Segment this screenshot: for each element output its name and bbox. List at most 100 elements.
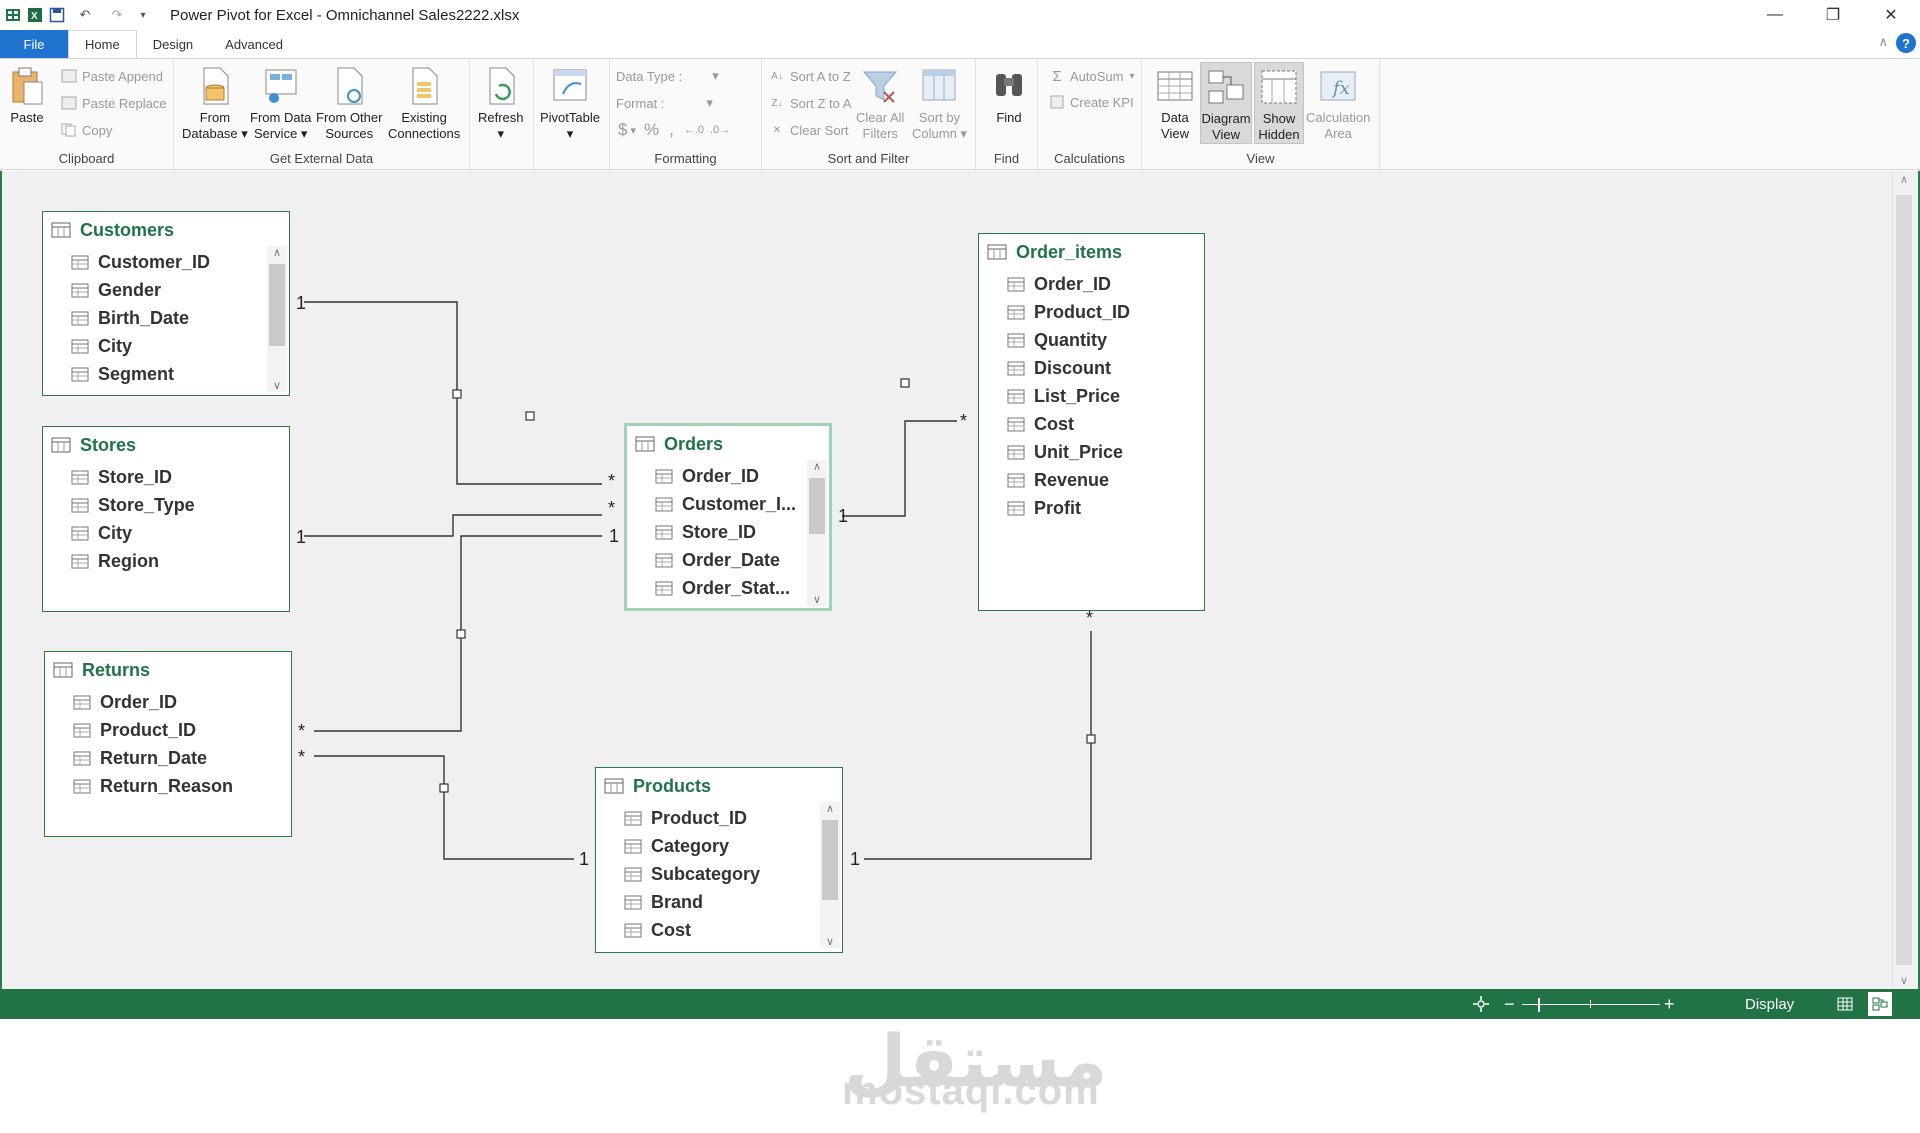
column-item[interactable]: Order_ID <box>979 270 1204 298</box>
zoom-out-icon[interactable]: − <box>1504 993 1515 1014</box>
column-item[interactable]: City <box>43 332 289 360</box>
zoom-slider-thumb[interactable] <box>1538 998 1540 1012</box>
column-item[interactable]: Category <box>596 832 842 860</box>
column-item[interactable]: Cost <box>979 410 1204 438</box>
restore-button[interactable]: ❐ <box>1825 7 1841 24</box>
column-item[interactable]: Revenue <box>979 466 1204 494</box>
customize-toolbar-icon[interactable]: ▾ <box>140 9 146 21</box>
scroll-down-icon[interactable]: ∨ <box>272 380 282 392</box>
from-data-service-button[interactable]: From Data Service ▾ <box>250 65 311 142</box>
column-item[interactable]: Product_ID <box>45 716 291 744</box>
column-item[interactable]: List_Price <box>979 382 1204 410</box>
collapse-ribbon-icon[interactable]: ∧ <box>1878 34 1888 49</box>
paste-append-button[interactable]: Paste Append <box>60 65 163 87</box>
column-item[interactable]: City <box>43 519 289 547</box>
tab-home[interactable]: Home <box>68 30 137 58</box>
grid-view-icon[interactable] <box>1833 992 1857 1016</box>
excel-icon[interactable]: X <box>26 6 44 24</box>
paste-replace-button[interactable]: Paste Replace <box>60 92 167 114</box>
table-products[interactable]: Products Product_ID Category Subcategory… <box>595 767 843 953</box>
column-item[interactable]: Order_Stat... <box>627 574 811 602</box>
tab-advanced[interactable]: Advanced <box>225 36 283 52</box>
table-scrollbar[interactable]: ∧ ∨ <box>820 802 840 948</box>
column-item[interactable]: Order_ID <box>45 688 291 716</box>
minimize-button[interactable]: — <box>1767 6 1783 23</box>
existing-connections-button[interactable]: Existing Connections <box>388 65 460 142</box>
column-item[interactable]: Profit <box>979 494 1204 522</box>
column-item[interactable]: Store_ID <box>627 518 811 546</box>
refresh-button[interactable]: Refresh ▾ <box>478 65 524 142</box>
data-type-dropdown[interactable]: Data Type :▾ <box>616 68 719 84</box>
find-button[interactable]: Find <box>990 65 1028 126</box>
undo-icon[interactable]: ↶ <box>79 7 91 22</box>
decrease-decimal-icon[interactable]: .0→ <box>710 124 731 136</box>
zoom-in-icon[interactable]: + <box>1664 993 1675 1014</box>
column-item[interactable]: Product_ID <box>979 298 1204 326</box>
close-button[interactable]: ✕ <box>1884 7 1898 24</box>
clear-all-filters-button[interactable]: Clear All Filters <box>856 65 904 142</box>
table-stores[interactable]: Stores Store_ID Store_Type City Region <box>42 426 290 612</box>
sort-a-z-button[interactable]: A↓ Sort A to Z <box>768 65 851 87</box>
save-icon[interactable] <box>48 6 66 24</box>
scroll-up-icon[interactable]: ∧ <box>272 247 282 259</box>
help-icon[interactable]: ? <box>1896 33 1916 53</box>
table-scrollbar[interactable]: ∧ ∨ <box>807 460 827 606</box>
column-item[interactable]: Customer_I... <box>627 490 811 518</box>
data-view-button[interactable]: Data View <box>1156 65 1194 142</box>
create-kpi-button[interactable]: Create KPI <box>1048 91 1134 113</box>
scroll-down-icon[interactable]: ∨ <box>1899 975 1909 987</box>
column-item[interactable]: Customer_ID <box>43 248 289 276</box>
from-other-sources-button[interactable]: From Other Sources <box>316 65 382 142</box>
sort-by-column-button[interactable]: Sort by Column ▾ <box>912 65 967 142</box>
diagram-view-icon[interactable] <box>1868 992 1892 1016</box>
column-item[interactable]: Store_Type <box>43 491 289 519</box>
fit-to-screen-icon[interactable] <box>1472 989 1490 1019</box>
column-item[interactable]: Unit_Price <box>979 438 1204 466</box>
column-item[interactable]: Gender <box>43 276 289 304</box>
scroll-up-icon[interactable]: ∧ <box>1899 174 1909 186</box>
column-item[interactable]: Discount <box>979 354 1204 382</box>
canvas-scrollbar[interactable]: ∧ ∨ <box>1892 171 1914 989</box>
from-database-button[interactable]: From Database ▾ <box>182 65 248 142</box>
column-item[interactable]: Quantity <box>979 326 1204 354</box>
table-returns[interactable]: Returns Order_ID Product_ID Return_Date … <box>44 651 292 837</box>
column-item[interactable]: Product_ID <box>596 804 842 832</box>
paste-button[interactable]: Paste <box>8 65 46 126</box>
table-orders[interactable]: Orders Order_ID Customer_I... Store_ID O… <box>624 423 832 611</box>
column-item[interactable]: Birth_Date <box>43 304 289 332</box>
column-item[interactable]: Return_Date <box>45 744 291 772</box>
currency-chevron-icon[interactable]: ▾ <box>630 124 636 137</box>
currency-icon[interactable]: $ <box>618 120 628 139</box>
sort-z-a-button[interactable]: Z↓ Sort Z to A <box>768 92 851 114</box>
column-item[interactable]: Region <box>43 547 289 575</box>
column-item[interactable]: Order_ID <box>627 462 811 490</box>
table-scrollbar[interactable]: ∧ ∨ <box>267 246 287 392</box>
clear-sort-button[interactable]: ✕ Clear Sort <box>768 119 849 141</box>
scroll-up-icon[interactable]: ∧ <box>812 461 822 473</box>
copy-button[interactable]: Copy <box>60 119 112 141</box>
format-dropdown[interactable]: Format :▾ <box>616 95 713 111</box>
column-item[interactable]: Return_Reason <box>45 772 291 800</box>
show-hidden-button[interactable]: Show Hidden <box>1254 62 1304 144</box>
tab-file[interactable]: File <box>0 30 68 58</box>
column-item[interactable]: Segment <box>43 360 289 388</box>
diagram-view-button[interactable]: Diagram View <box>1200 62 1252 144</box>
diagram-canvas[interactable]: 1 * 1 * 1 * 1 * 1 * 1 * Customers Custom… <box>0 171 1920 989</box>
column-item[interactable]: Order_Date <box>627 546 811 574</box>
calculation-area-button[interactable]: fx Calculation Area <box>1306 65 1370 142</box>
zoom-slider[interactable] <box>1522 1004 1660 1005</box>
increase-decimal-icon[interactable]: ←.0 <box>683 124 705 136</box>
scroll-down-icon[interactable]: ∨ <box>825 936 835 948</box>
percent-icon[interactable]: % <box>644 120 660 139</box>
column-item[interactable]: Store_ID <box>43 463 289 491</box>
autosum-button[interactable]: Σ AutoSum ▾ <box>1048 65 1134 87</box>
comma-icon[interactable]: , <box>669 120 674 139</box>
redo-icon[interactable]: ↷ <box>111 7 123 22</box>
pivottable-button[interactable]: PivotTable ▾ <box>540 65 600 142</box>
column-item[interactable]: Cost <box>596 916 842 944</box>
table-customers[interactable]: Customers Customer_ID Gender Birth_Date … <box>42 211 290 396</box>
column-item[interactable]: Subcategory <box>596 860 842 888</box>
table-order-items[interactable]: Order_items Order_ID Product_ID Quantity… <box>978 233 1205 611</box>
scroll-up-icon[interactable]: ∧ <box>825 803 835 815</box>
column-item[interactable]: Brand <box>596 888 842 916</box>
